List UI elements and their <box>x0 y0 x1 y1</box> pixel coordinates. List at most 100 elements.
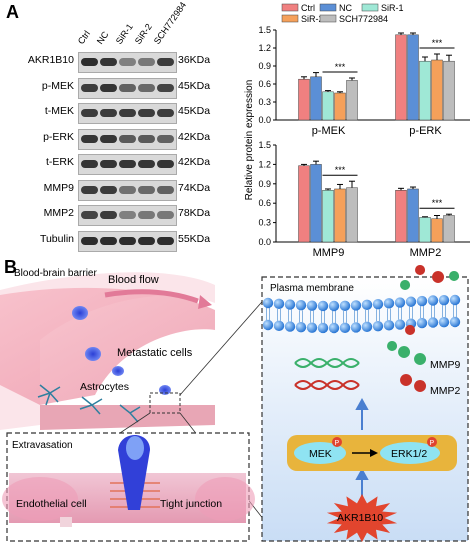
lipid-head <box>438 294 450 306</box>
bar <box>407 188 419 243</box>
zoom-box <box>149 392 181 414</box>
lipid-head <box>383 320 395 331</box>
blot-band <box>138 236 155 245</box>
mek-label: MEK <box>309 448 332 460</box>
blot-band <box>81 109 98 117</box>
y-tick-label: 1.2 <box>258 159 271 169</box>
blot-band <box>100 160 117 168</box>
panel-b-letter: B <box>4 257 17 277</box>
dna-strand-mmp9-b <box>294 358 360 368</box>
lipid-head <box>284 299 296 310</box>
erk-phospho-label: P <box>430 440 435 447</box>
legend-swatch <box>281 14 299 23</box>
lipid-head <box>383 298 395 309</box>
bar <box>334 188 346 243</box>
mek-phospho-icon <box>332 437 342 447</box>
y-tick-label: 0.6 <box>258 198 271 208</box>
blot-mw: 45KDa <box>178 79 211 92</box>
mmp9-label: MMP9 <box>430 359 460 371</box>
blot-band <box>157 58 174 66</box>
blot-band <box>138 185 155 194</box>
bar <box>346 187 358 243</box>
lipid-head <box>339 300 351 312</box>
lipid-head <box>372 320 384 332</box>
legend-label: SCH772984 <box>339 14 388 24</box>
blot-band <box>81 236 98 245</box>
akr1b10-label: AKR1B10 <box>337 512 383 524</box>
erk-phospho-icon <box>427 437 437 447</box>
blot-band <box>100 58 117 66</box>
blot-band <box>119 236 136 245</box>
blot-band <box>81 58 98 66</box>
category-label: p-MEK <box>312 125 346 137</box>
bar <box>298 78 310 121</box>
lipid-head <box>306 322 318 333</box>
significance-label: *** <box>432 198 443 208</box>
lipid-head <box>361 299 373 311</box>
blot-strip <box>78 230 177 252</box>
legend-swatch <box>319 14 337 23</box>
category-label: MMP9 <box>313 247 345 259</box>
blot-label: AKR1B10 <box>27 54 74 66</box>
blot-band <box>119 58 136 66</box>
blot-band <box>138 160 155 168</box>
blot-band <box>157 236 174 245</box>
blot-mw: 74KDa <box>178 181 211 194</box>
legend-swatch <box>319 3 337 12</box>
blot-band <box>100 109 117 117</box>
bar <box>322 190 334 243</box>
mek-ellipse <box>294 442 346 464</box>
blot-band <box>157 211 174 219</box>
lipid-head <box>317 322 329 334</box>
lipid-head <box>295 322 307 333</box>
lipid-head <box>449 316 461 328</box>
blot-label: p-ERK <box>43 130 74 143</box>
lipid-head <box>405 296 417 307</box>
lipid-head <box>350 300 362 311</box>
bar <box>443 215 455 243</box>
schematic-diagram: Blood-brain barrier Blood flow Metastati… <box>0 265 469 542</box>
vessel-lumen <box>0 287 215 405</box>
blot-band <box>81 160 98 168</box>
endothelial-label: Endothelial cell <box>16 498 87 510</box>
zoom-line-top <box>179 294 269 396</box>
blot-band <box>157 109 174 117</box>
bar <box>431 59 443 121</box>
blot-band <box>157 83 174 92</box>
bar <box>407 34 419 121</box>
blot-mw: 55KDa <box>178 232 211 245</box>
lipid-head <box>306 300 318 311</box>
bar <box>395 190 407 243</box>
blot-band <box>100 134 117 143</box>
lipid-head <box>416 317 428 329</box>
y-tick-label: 1.5 <box>258 140 271 150</box>
blot-label: t-ERK <box>45 156 74 168</box>
lipid-head <box>295 300 307 311</box>
bar <box>310 164 322 243</box>
blot-strip <box>78 179 177 201</box>
lipid-head <box>284 321 296 332</box>
lipid-head <box>339 322 351 334</box>
extravasating-nucleus <box>126 436 144 460</box>
extravasation-label: Extravasation <box>12 440 73 451</box>
category-label: p-ERK <box>409 125 442 137</box>
lipid-head <box>350 322 362 333</box>
lipid-head <box>262 319 274 331</box>
legend-label: SiR-2 <box>301 14 324 24</box>
endothelial-nucleus-right <box>195 477 255 521</box>
bar <box>346 80 358 121</box>
blot-band <box>138 109 155 117</box>
bar <box>419 217 431 243</box>
endothelial-nucleus-left <box>2 477 78 521</box>
blot-band <box>119 160 136 168</box>
blot-band <box>157 160 174 168</box>
lipid-head <box>328 300 340 312</box>
mmp2-label: MMP2 <box>430 385 460 397</box>
y-tick-label: 0.3 <box>258 97 271 107</box>
blot-label: MMP9 <box>43 181 74 194</box>
blot-mw: 42KDa <box>178 156 211 168</box>
significance-label: *** <box>335 165 346 175</box>
blood-flow-arrowhead <box>198 295 212 309</box>
blot-band <box>100 236 117 245</box>
